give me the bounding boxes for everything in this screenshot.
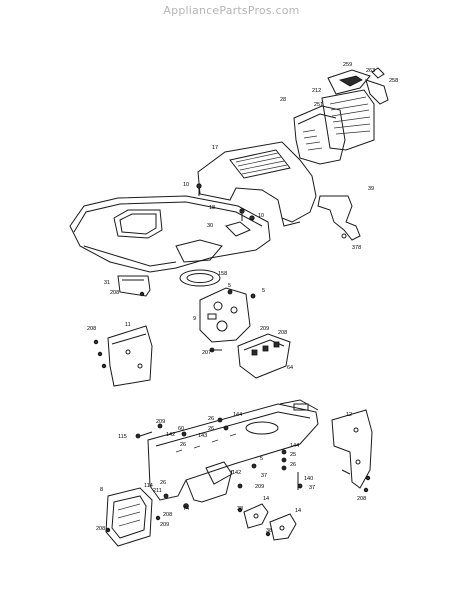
dash-panel-9 [199, 287, 256, 353]
hood-bracket-39 [317, 195, 361, 241]
side-panel-left-11 [93, 325, 153, 387]
callout-label: 28 [280, 97, 286, 103]
callout-label: 26 [290, 462, 296, 468]
bracket-31 [117, 275, 151, 297]
callout-label: 14 [295, 508, 301, 514]
callout-label: 38 [237, 506, 243, 512]
callout-label: 64 [287, 365, 293, 371]
callout-label: 142 [166, 432, 175, 438]
fender-deck [69, 195, 271, 273]
callout-label: 5 [260, 456, 263, 462]
callout-label: 212 [312, 88, 321, 94]
seat-spring-158 [179, 269, 221, 287]
callout-label: 10 [183, 182, 189, 188]
callout-label: 251 [314, 102, 323, 108]
callout-label: 209 [156, 419, 165, 425]
callout-label: 259 [343, 62, 352, 68]
callout-label: 144 [233, 412, 242, 418]
callout-label: 26 [208, 426, 214, 432]
callout-label: 207 [202, 350, 211, 356]
callout-label: 208 [278, 330, 287, 336]
callout-label: 140 [304, 476, 313, 482]
hood-grille-assembly [293, 67, 389, 165]
callout-label: 5 [262, 288, 265, 294]
callout-label: 209 [260, 326, 269, 332]
callout-label: 5 [228, 283, 231, 289]
front-bracket-8 [105, 487, 161, 547]
callout-label: 25 [290, 452, 296, 458]
callout-label: 11 [125, 322, 131, 328]
callout-label: 26 [180, 442, 186, 448]
hood-fasteners [196, 183, 255, 221]
callout-label: 209 [160, 522, 169, 528]
callout-label: 208 [87, 326, 96, 332]
callout-label: 60 [178, 426, 184, 432]
callout-label: 209 [255, 484, 264, 490]
callout-label: 143 [198, 433, 207, 439]
hood-body [197, 141, 317, 227]
callout-label: 74 [183, 506, 189, 512]
callout-label: 30 [207, 223, 213, 229]
callout-label: 38 [266, 528, 272, 534]
callout-label: 114 [144, 483, 153, 489]
callout-label: 142 [232, 470, 241, 476]
rear-plate-12 [331, 409, 373, 493]
battery-tray-64 [237, 333, 291, 379]
callout-label: 211 [153, 488, 162, 494]
callout-label: 10 [258, 213, 264, 219]
callout-label: 26 [160, 480, 166, 486]
callout-label: 37 [261, 473, 267, 479]
hardware-bolts [135, 417, 303, 509]
callout-label: 378 [352, 245, 361, 251]
callout-label: 12 [346, 412, 352, 418]
callout-label: 14 [263, 496, 269, 502]
callout-label: 31 [104, 280, 110, 286]
callout-label: 208 [96, 526, 105, 532]
callout-label: 208 [357, 496, 366, 502]
callout-label: 208 [163, 512, 172, 518]
callout-label: 39 [368, 186, 374, 192]
callout-label: 158 [218, 271, 227, 277]
callout-label: 26 [208, 416, 214, 422]
callout-label: 17 [212, 145, 218, 151]
callout-label: 263 [366, 68, 375, 74]
chassis-frame [147, 399, 319, 503]
callout-label: 18 [209, 205, 215, 211]
callout-label: 115 [118, 434, 127, 440]
callout-label: 37 [309, 485, 315, 491]
callout-label: 8 [100, 487, 103, 493]
callout-label: 258 [389, 78, 398, 84]
callout-label: 9 [193, 316, 196, 322]
callout-label: 144 [290, 443, 299, 449]
site-watermark: AppliancePartsPros.com [163, 4, 300, 17]
callout-label: 208 [110, 290, 119, 296]
brackets-14-38 [237, 503, 297, 541]
